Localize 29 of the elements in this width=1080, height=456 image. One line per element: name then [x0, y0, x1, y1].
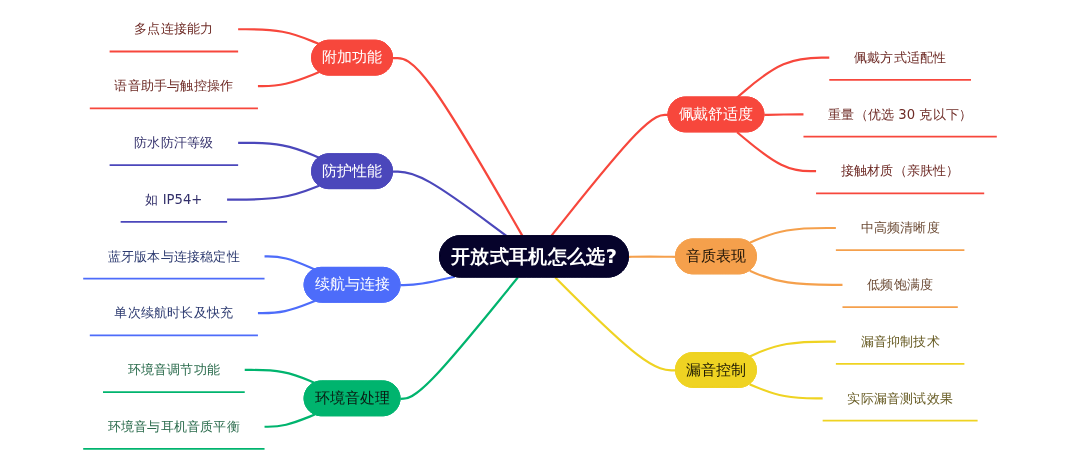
branch-line	[749, 383, 823, 400]
branch-line	[257, 300, 316, 315]
branch-line	[238, 28, 320, 46]
branch-topic: 漏音控制	[675, 352, 757, 388]
branch-topic: 续航与连接	[303, 266, 401, 303]
branch-line	[749, 269, 843, 286]
branch-topic: 附加功能	[311, 39, 393, 76]
branch-line	[736, 131, 817, 173]
branch-topic: 环境音处理	[303, 380, 401, 417]
branch-line	[392, 56, 524, 237]
branch-line	[749, 340, 836, 358]
branch-line	[227, 184, 320, 201]
branch-line	[554, 276, 676, 372]
branch-topic: 防护性能	[311, 153, 393, 190]
branch-line	[400, 276, 519, 400]
branch-line	[264, 413, 316, 428]
branch-line	[764, 113, 804, 116]
branch-line	[244, 368, 316, 384]
branch-line	[257, 71, 320, 88]
branch-topic: 佩戴舒适度	[667, 96, 765, 133]
branch-line	[400, 275, 455, 287]
branch-line	[628, 255, 676, 258]
branch-topic: 音质表现	[675, 238, 757, 275]
central-topic: 开放式耳机怎么选?	[439, 235, 629, 278]
branch-line	[736, 56, 830, 99]
branch-line	[749, 226, 836, 244]
branch-line	[264, 255, 316, 271]
branch-line	[238, 141, 320, 159]
branch-line	[550, 113, 669, 237]
